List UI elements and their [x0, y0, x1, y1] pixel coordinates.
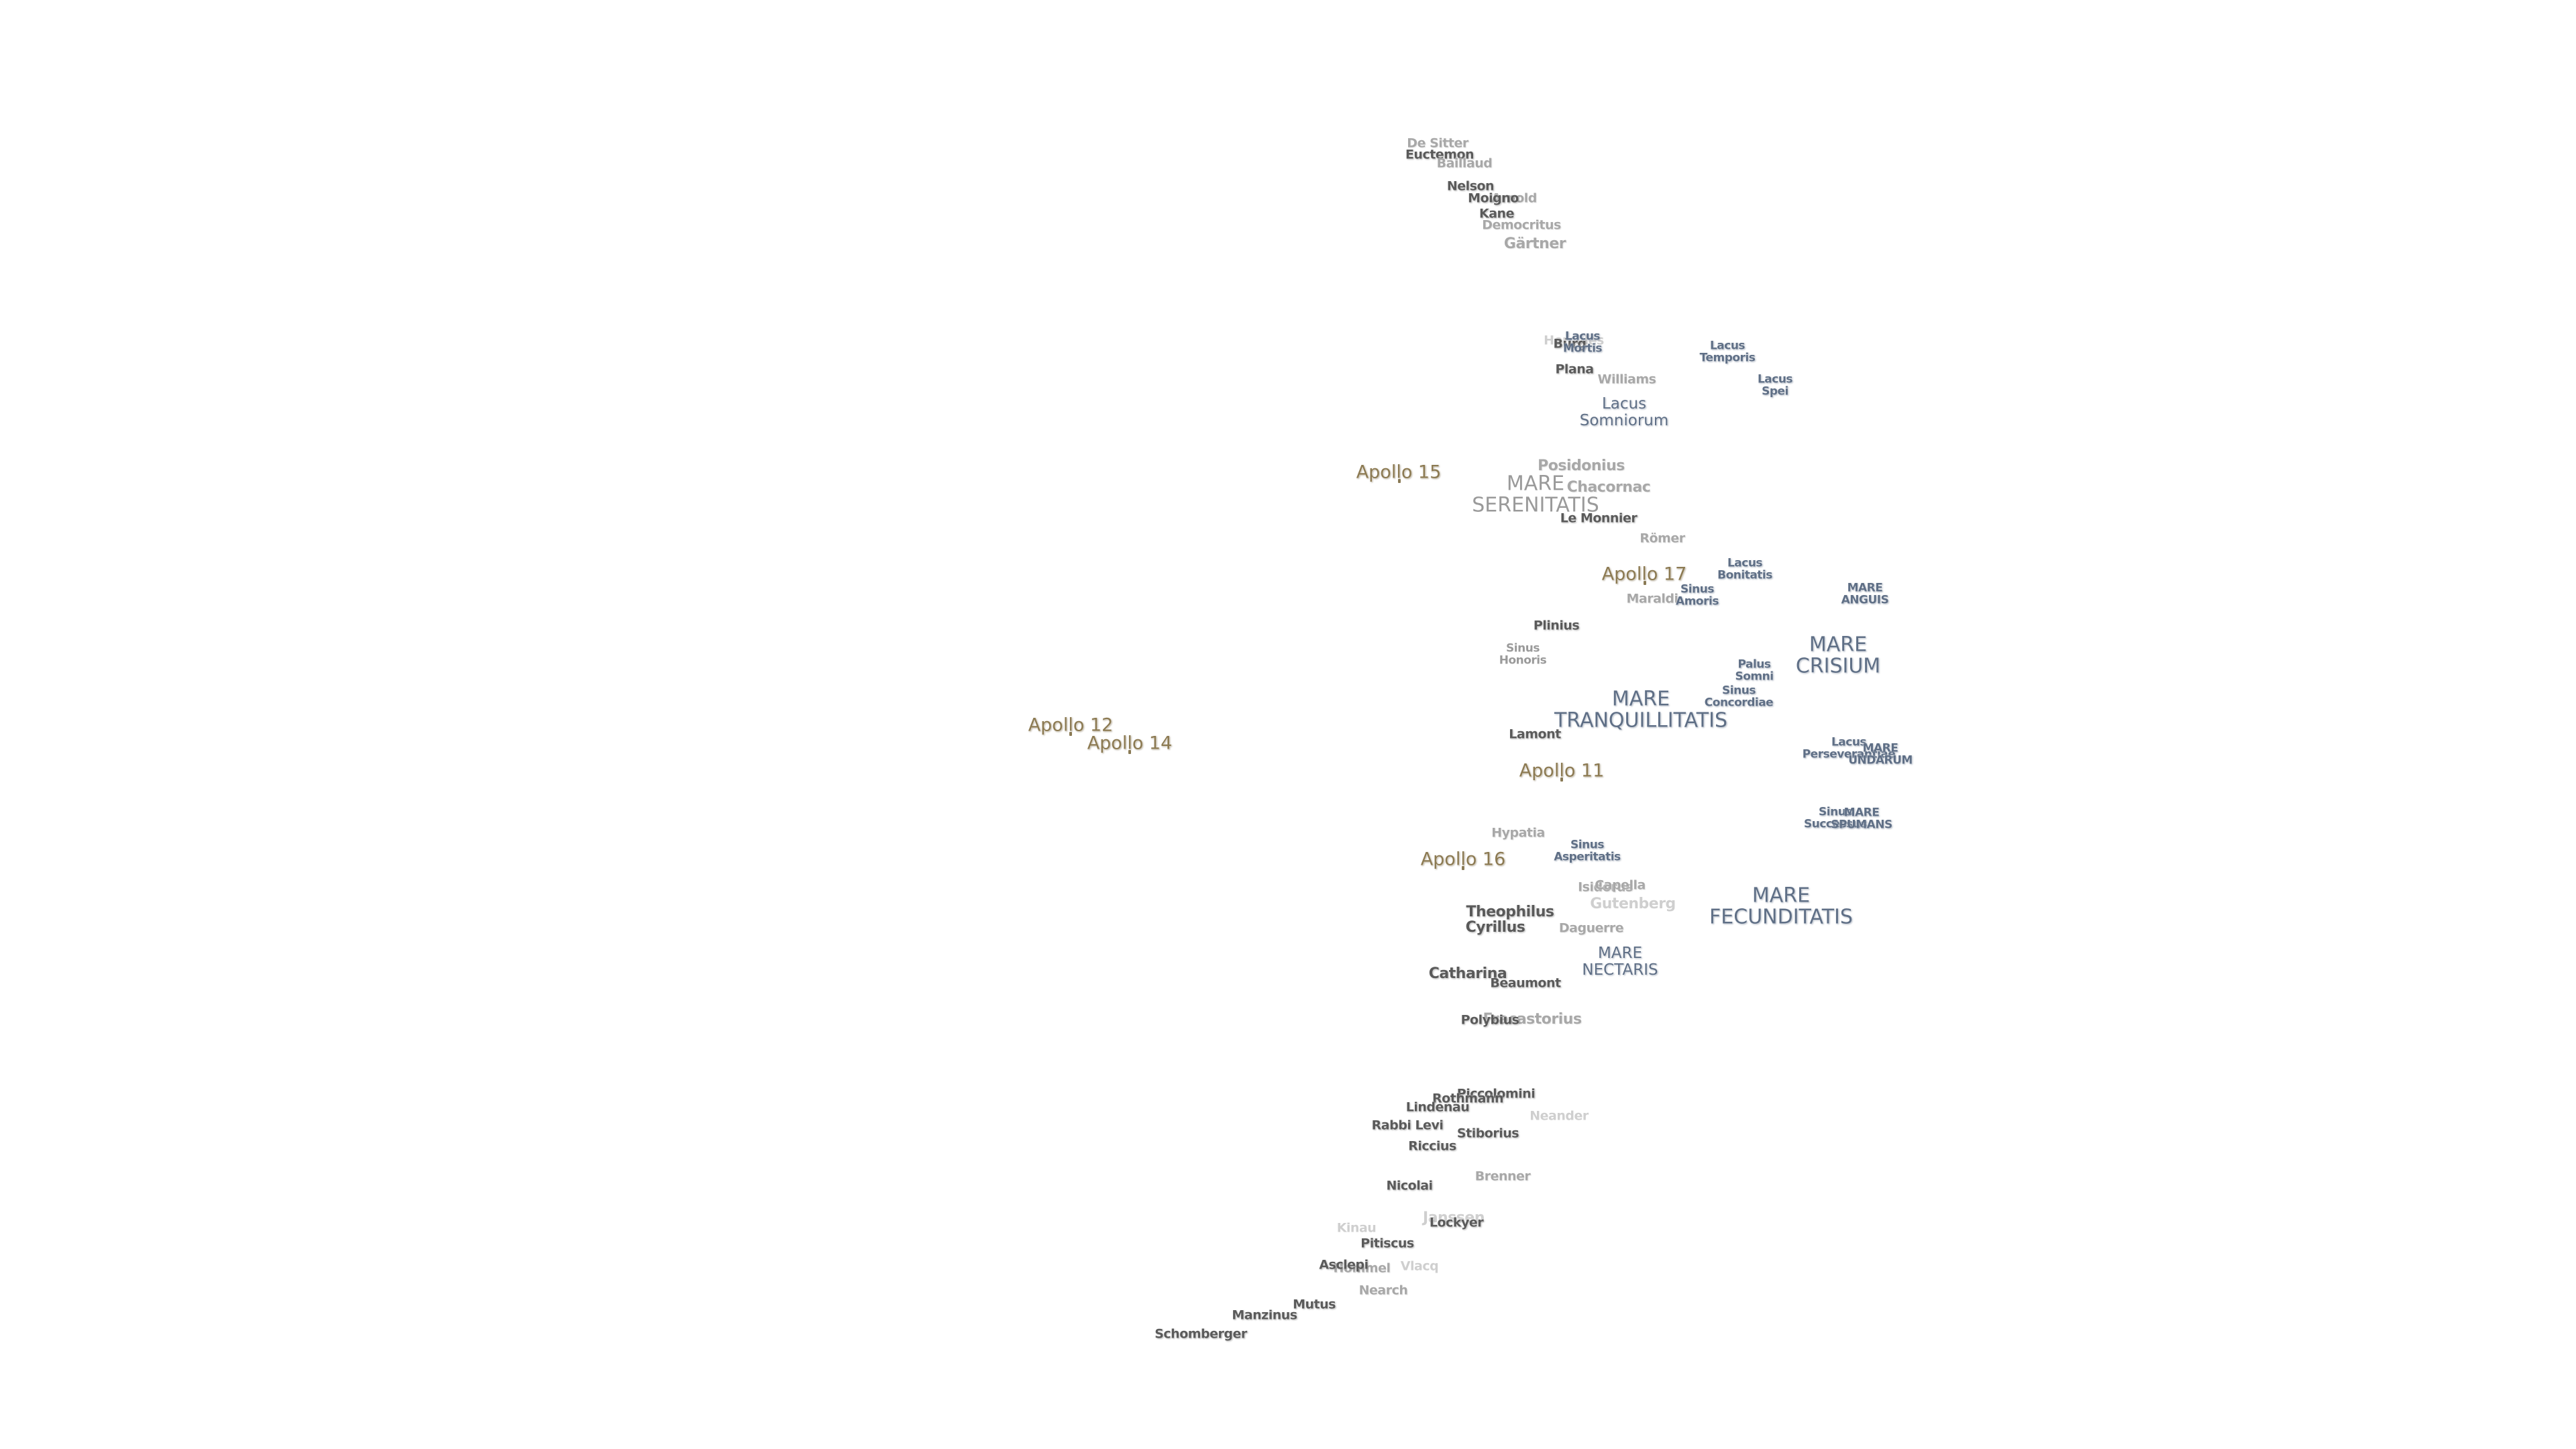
crater-label-hypatia[interactable]: Hypatia: [1491, 825, 1545, 841]
lacus-label-perseverantiae[interactable]: Lacus Perseverantiae: [1802, 735, 1896, 761]
sinus-label-honoris[interactable]: Sinus Honoris: [1499, 641, 1547, 667]
lacus-label-temporis[interactable]: Lacus Temporis: [1699, 339, 1756, 365]
crater-label-hommel[interactable]: Hommel: [1333, 1260, 1391, 1276]
apollo-16-site-marker[interactable]: [1462, 866, 1464, 870]
crater-label-stiborius[interactable]: Stiborius: [1456, 1126, 1519, 1141]
crater-label-pitiscus[interactable]: Pitiscus: [1360, 1236, 1414, 1251]
crater-label-theophilus[interactable]: Theophilus: [1466, 904, 1554, 921]
crater-label-vlacq[interactable]: Vlacq: [1400, 1258, 1439, 1274]
crater-label-euctemon[interactable]: Euctemon: [1405, 147, 1474, 162]
crater-label-janssen[interactable]: Janssen: [1423, 1210, 1485, 1227]
sinus-label-concordiae[interactable]: Sinus Concordiae: [1704, 684, 1774, 710]
apollo-17-site-marker[interactable]: [1644, 581, 1646, 585]
apollo-17-label[interactable]: Apollo 17: [1601, 564, 1687, 585]
mare-label-crisium[interactable]: MARE CRISIUM: [1795, 633, 1881, 678]
mare-label-fecunditatis[interactable]: MARE FECUNDITATIS: [1709, 883, 1853, 929]
lacus-label-somniorum[interactable]: Lacus Somniorum: [1579, 395, 1669, 429]
crater-label-polybius[interactable]: Polybius: [1460, 1012, 1519, 1028]
crater-label-capella[interactable]: Capella: [1595, 877, 1646, 893]
mare-label-serenitatis[interactable]: MARE SERENITATIS: [1472, 472, 1599, 517]
crater-label-de-sitter[interactable]: De Sitter: [1407, 136, 1468, 151]
mare-label-undarum[interactable]: MARE UNDARUM: [1848, 741, 1913, 767]
crater-label-plinius[interactable]: Plinius: [1533, 618, 1580, 633]
sinus-label-amoris[interactable]: Sinus Amoris: [1676, 582, 1719, 608]
crater-label-posidonius[interactable]: Posidonius: [1538, 458, 1625, 475]
lacus-label-mortis[interactable]: Lacus Mortis: [1562, 329, 1603, 356]
crater-label-baillaud[interactable]: Baillaud: [1436, 156, 1493, 171]
crater-label-lamont[interactable]: Lamont: [1509, 727, 1561, 742]
crater-label-piccolomini[interactable]: Piccolomini: [1456, 1086, 1536, 1102]
crater-label-moigno[interactable]: Moigno: [1468, 191, 1519, 206]
sinus-label-asperitatis[interactable]: Sinus Asperitatis: [1554, 838, 1621, 864]
crater-label-chacornac[interactable]: Chacornac: [1566, 479, 1651, 496]
palus-label-somni[interactable]: Palus Somni: [1735, 657, 1774, 684]
crater-label-cyrillus[interactable]: Cyrillus: [1465, 919, 1525, 936]
apollo-15-label[interactable]: Apollo 15: [1356, 462, 1442, 483]
mare-label-anguis[interactable]: MARE ANGUIS: [1841, 581, 1889, 607]
crater-label-burg[interactable]: Bürg: [1553, 336, 1587, 352]
apollo-14-site-marker[interactable]: [1128, 750, 1131, 754]
apollo-11-site-marker[interactable]: [1560, 777, 1563, 782]
crater-label-rothmann[interactable]: Rothmann: [1432, 1091, 1503, 1106]
mare-label-nectaris[interactable]: MARE NECTARIS: [1582, 945, 1658, 979]
crater-label-gutenberg[interactable]: Gutenberg: [1590, 896, 1676, 913]
crater-label-riccius[interactable]: Riccius: [1408, 1138, 1456, 1154]
lacus-label-bonitatis[interactable]: Lacus Bonitatis: [1717, 556, 1772, 582]
crater-label-hercules[interactable]: Hercules: [1544, 333, 1604, 348]
crater-label-schomberger[interactable]: Schomberger: [1155, 1326, 1247, 1342]
crater-label-lindenau[interactable]: Lindenau: [1405, 1099, 1470, 1115]
crater-label-fracastorius[interactable]: Fracastorius: [1483, 1011, 1582, 1028]
apollo-15-site-marker[interactable]: [1398, 479, 1401, 483]
crater-label-nelson[interactable]: Nelson: [1446, 178, 1495, 194]
crater-label-rabbi-levi[interactable]: Rabbi Levi: [1371, 1118, 1444, 1133]
crater-label-asclepi[interactable]: Asclepi: [1319, 1257, 1368, 1273]
apollo-12-site-marker[interactable]: [1069, 732, 1072, 736]
crater-label-manzinus[interactable]: Manzinus: [1232, 1307, 1297, 1323]
crater-label-romer[interactable]: Römer: [1640, 531, 1685, 546]
crater-label-mutus[interactable]: Mutus: [1293, 1297, 1336, 1312]
crater-label-beaumont[interactable]: Beaumont: [1490, 975, 1561, 991]
crater-label-kane[interactable]: Kane: [1479, 206, 1514, 221]
apollo-11-label[interactable]: Apollo 11: [1519, 760, 1605, 782]
crater-label-kinau[interactable]: Kinau: [1336, 1220, 1377, 1236]
crater-label-gartner[interactable]: Gärtner: [1503, 235, 1566, 253]
crater-label-isidorus[interactable]: Isidorus: [1578, 879, 1633, 895]
mare-label-tranquillitatis[interactable]: MARE TRANQUILLITATIS: [1554, 687, 1728, 733]
lacus-label-spei[interactable]: Lacus Spei: [1757, 372, 1793, 398]
crater-label-maraldi[interactable]: Maraldi: [1626, 591, 1678, 606]
crater-label-democritus[interactable]: Democritus: [1482, 217, 1561, 233]
crater-label-le-monnier[interactable]: Le Monnier: [1560, 511, 1638, 526]
apollo-16-label[interactable]: Apollo 16: [1420, 849, 1506, 870]
apollo-14-label[interactable]: Apollo 14: [1087, 733, 1173, 754]
crater-label-lockyer[interactable]: Lockyer: [1429, 1215, 1484, 1230]
crater-label-nearch[interactable]: Nearch: [1358, 1283, 1408, 1298]
crater-label-daguerre[interactable]: Daguerre: [1558, 920, 1624, 936]
crater-label-neander[interactable]: Neander: [1529, 1108, 1589, 1124]
apollo-12-label[interactable]: Apollo 12: [1028, 714, 1114, 736]
crater-label-williams[interactable]: Williams: [1597, 372, 1656, 387]
crater-label-catharina[interactable]: Catharina: [1428, 965, 1507, 983]
crater-label-plana[interactable]: Plana: [1555, 362, 1594, 377]
mare-label-spumans[interactable]: MARE SPUMANS: [1831, 806, 1892, 832]
sinus-label-successus[interactable]: Sinus Successus: [1804, 805, 1868, 831]
crater-label-brenner[interactable]: Brenner: [1474, 1169, 1531, 1184]
crater-label-nicolai[interactable]: Nicolai: [1386, 1178, 1433, 1193]
crater-label-arnold[interactable]: Arnold: [1491, 191, 1537, 206]
